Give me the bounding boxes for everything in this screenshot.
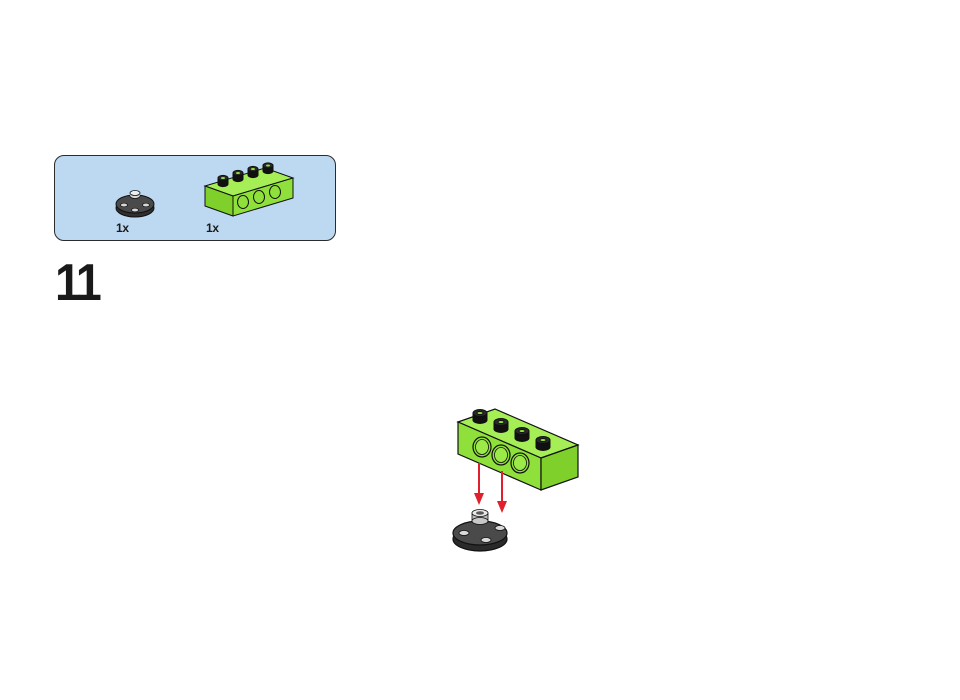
technic-brick-quantity: 1x: [206, 221, 219, 235]
round-plate-part-icon: [113, 184, 157, 220]
placement-arrow-icons: [474, 463, 507, 513]
parts-list-callout: 1x: [54, 155, 336, 241]
round-plate-icon: [452, 509, 508, 552]
round-plate-quantity: 1x: [116, 221, 129, 235]
step-number: 11: [55, 254, 102, 312]
technic-brick-icon: [456, 408, 580, 491]
assembly-illustration: [440, 395, 590, 560]
technic-brick-part-icon: [201, 162, 297, 218]
